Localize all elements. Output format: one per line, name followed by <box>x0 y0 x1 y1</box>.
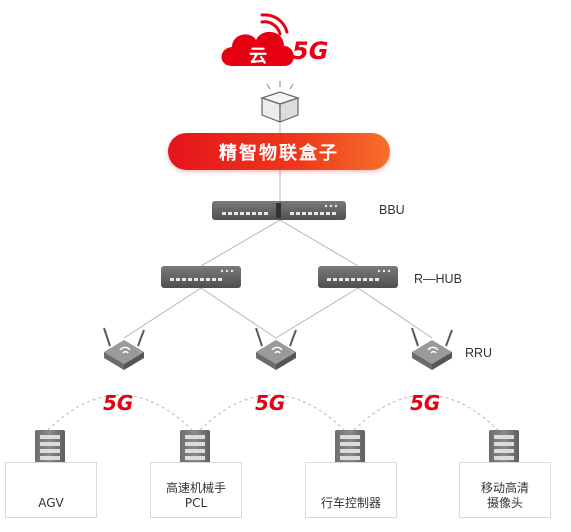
rhub-label: R—HUB <box>414 272 462 286</box>
device-sub: PCL <box>184 496 208 510</box>
device-name: AGV <box>38 496 64 510</box>
device-name: 移动高清 <box>480 481 529 495</box>
wireless-router-icon-2 <box>255 327 297 370</box>
wireless-router-icon-3 <box>411 327 453 370</box>
cloud-char: 云 <box>249 46 267 67</box>
wireless-router-icon-1 <box>103 327 145 370</box>
device-sub: 摄像头 <box>486 496 523 510</box>
link-5g-badge-3: 5G <box>410 391 441 415</box>
link-5g-badge-2: 5G <box>255 391 286 415</box>
device-box-manipulator: 高速机械手 PCL <box>150 462 242 518</box>
device-box-agv: AGV <box>5 462 97 518</box>
device-box-crane-controller: 行车控制器 <box>305 462 397 518</box>
bbu-label: BBU <box>379 203 405 217</box>
hub-switch-icon-right <box>318 266 398 288</box>
brand-5g: 5G <box>292 37 329 65</box>
device-name: 行车控制器 <box>320 496 381 510</box>
device-box-camera: 移动高清 摄像头 <box>459 462 551 518</box>
link-5g-badge-1: 5G <box>103 391 134 415</box>
hub-switch-icon-left <box>161 266 241 288</box>
device-name: 高速机械手 <box>165 481 226 495</box>
product-title: 精智物联盒子 <box>168 133 390 170</box>
package-box-icon <box>260 81 300 123</box>
connector-lines <box>123 124 433 339</box>
bbu-switch-icon <box>212 201 346 220</box>
rru-label: RRU <box>465 346 493 360</box>
cloud-icon <box>221 13 294 66</box>
